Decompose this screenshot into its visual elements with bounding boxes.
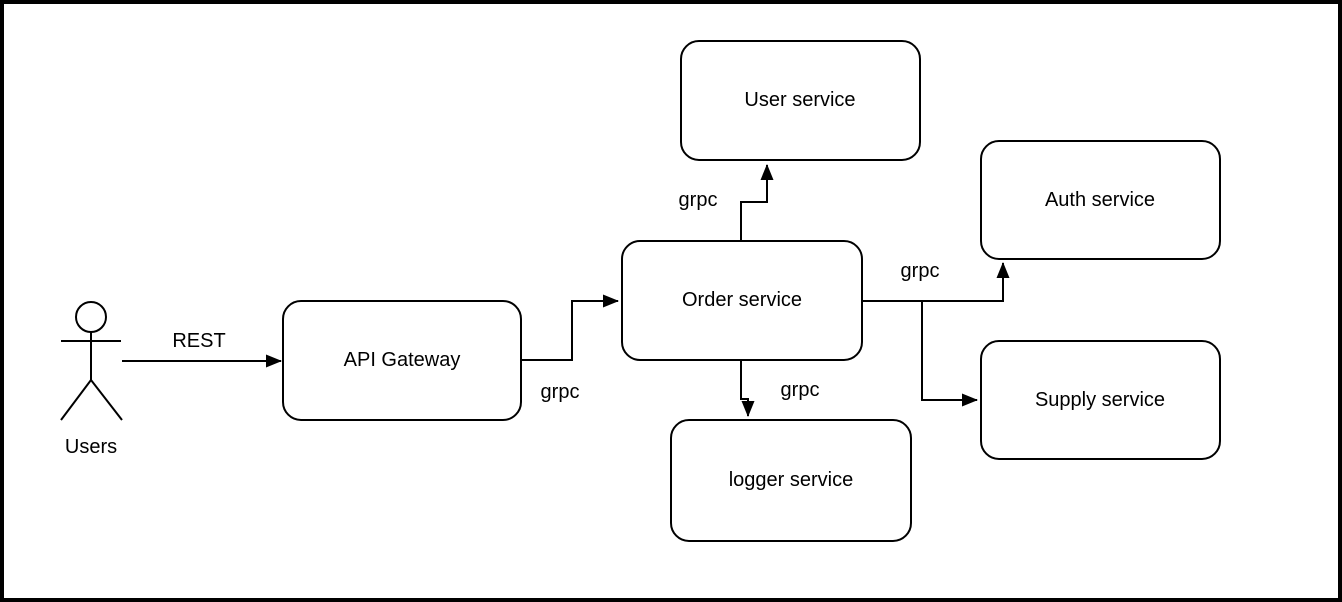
node-user-service: User service bbox=[680, 40, 921, 161]
node-api-gateway-label: API Gateway bbox=[344, 349, 461, 371]
node-logger-service-label: logger service bbox=[729, 469, 854, 491]
node-order-service-label: Order service bbox=[682, 289, 802, 311]
actor-label: Users bbox=[65, 436, 117, 458]
node-api-gateway-box bbox=[282, 300, 522, 421]
node-supply-service-label: Supply service bbox=[1035, 389, 1165, 411]
node-auth-service: Auth service bbox=[980, 140, 1221, 260]
node-logger-service-box bbox=[670, 419, 912, 542]
node-supply-service-box bbox=[980, 340, 1221, 460]
actor-legs bbox=[60, 379, 123, 421]
edge-label-grpc-order-logger: grpc bbox=[781, 379, 820, 401]
edge-order-service-to-supply-service bbox=[921, 301, 978, 407]
edge-order-service-to-auth-service bbox=[862, 262, 1010, 302]
edge-label-grpc-gateway-order: grpc bbox=[541, 381, 580, 403]
node-user-service-box bbox=[680, 40, 921, 161]
edge-order-service-to-logger-service bbox=[740, 360, 755, 417]
edge-api-gateway-to-order-service bbox=[521, 294, 619, 361]
edge-label-grpc-order-auth: grpc bbox=[901, 260, 940, 282]
actor-head bbox=[75, 301, 107, 333]
edge-order-service-to-user-service bbox=[740, 164, 774, 241]
node-supply-service: Supply service bbox=[980, 340, 1221, 460]
edge-label-grpc-order-user: grpc bbox=[679, 189, 718, 211]
node-auth-service-box bbox=[980, 140, 1221, 260]
node-order-service-box bbox=[621, 240, 863, 361]
node-order-service: Order service bbox=[621, 240, 863, 361]
actor-users: Users bbox=[60, 301, 123, 458]
node-logger-service: logger service bbox=[670, 419, 912, 542]
edges: REST grpc grpc grpc grpc bbox=[122, 164, 1010, 417]
node-auth-service-label: Auth service bbox=[1045, 189, 1155, 211]
node-user-service-label: User service bbox=[744, 89, 855, 111]
node-api-gateway: API Gateway bbox=[282, 300, 522, 421]
edge-label-rest: REST bbox=[172, 330, 225, 352]
